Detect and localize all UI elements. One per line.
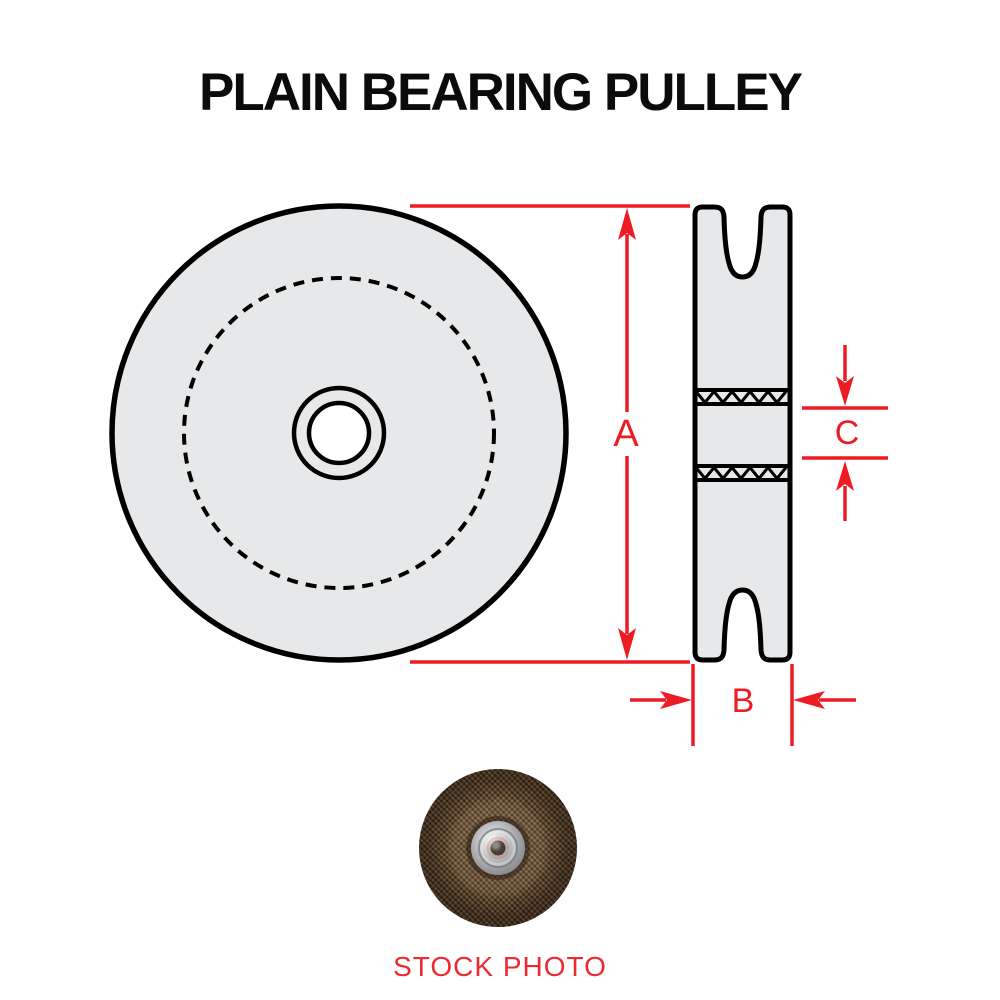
stock-photo-hub-ring <box>478 828 518 868</box>
stock-photo-hub <box>471 821 525 875</box>
knurl-band-bottom <box>694 464 790 482</box>
dim-a-arrowhead-down <box>618 628 636 660</box>
dimension-c <box>802 345 888 521</box>
front-view <box>109 203 569 663</box>
dimension-b <box>630 664 856 746</box>
stock-photo-caption: STOCK PHOTO <box>393 951 607 982</box>
dim-b-arrowhead-left <box>793 691 825 709</box>
side-view <box>692 204 793 663</box>
side-view-outline <box>692 204 793 663</box>
bore-circle <box>306 400 372 466</box>
dim-c-arrowhead-down <box>836 376 854 406</box>
pitch-circle-dashed <box>182 276 496 590</box>
page-title: PLAIN BEARING PULLEY <box>199 63 803 122</box>
dim-label-a: A <box>613 413 639 455</box>
knurl-band-bottom-zigzag <box>694 465 788 481</box>
stock-photo-hub-bore <box>490 840 506 856</box>
dim-c-arrowhead-up <box>836 461 854 491</box>
dim-b-arrowhead-right <box>660 691 692 709</box>
knurl-band-top <box>694 388 790 406</box>
dimension-a <box>410 204 690 664</box>
dim-label-c: C <box>834 414 860 452</box>
stock-photo-image <box>419 769 577 927</box>
knurl-band-top-zigzag <box>694 389 788 405</box>
dim-a-arrowhead-up <box>618 208 636 240</box>
dim-label-b: B <box>731 682 755 720</box>
